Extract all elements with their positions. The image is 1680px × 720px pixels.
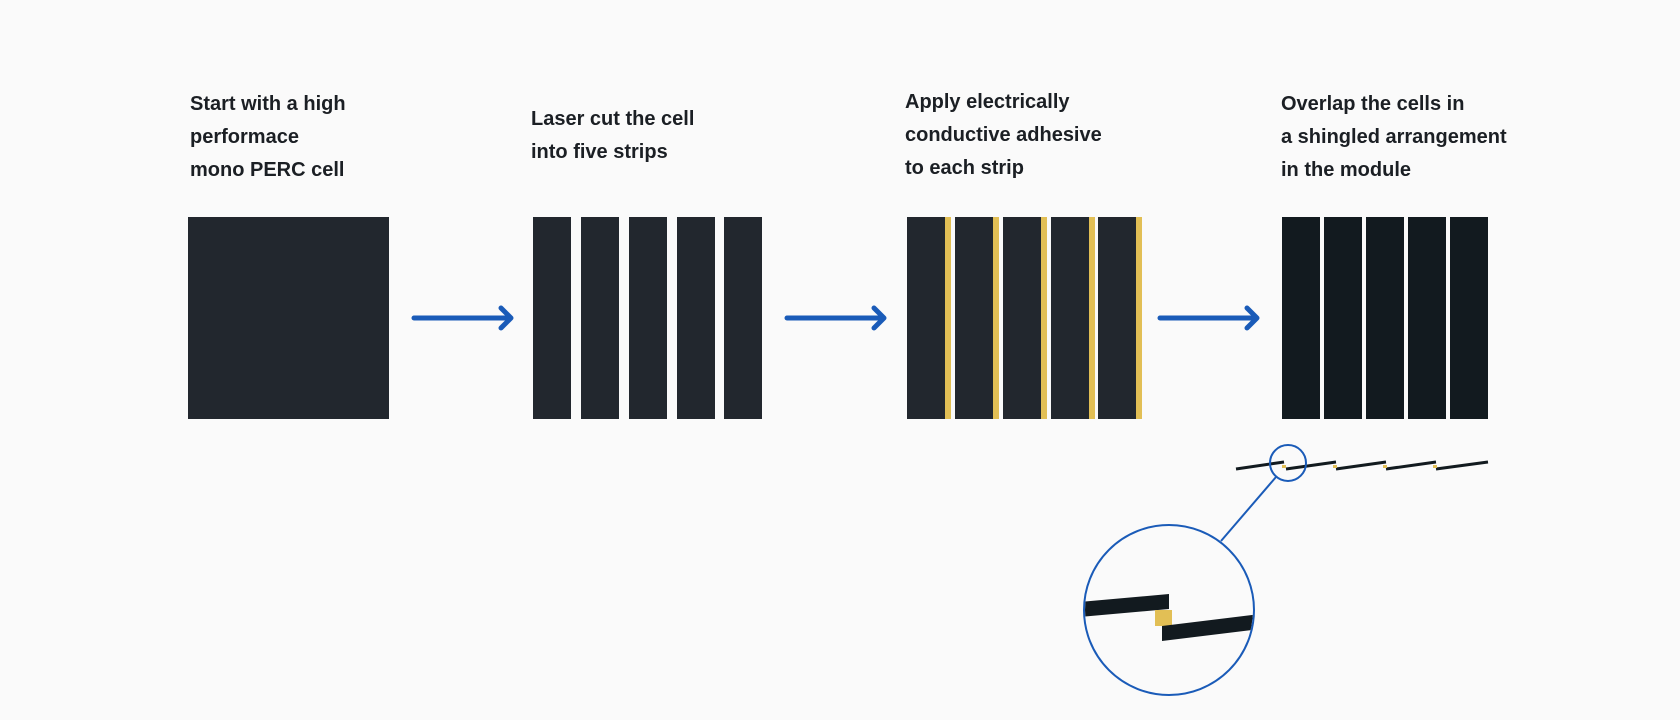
strip [1324, 217, 1362, 419]
strip [533, 217, 571, 419]
step-1-line-3: mono PERC cell [190, 159, 345, 181]
adhesive-dots [1282, 465, 1437, 468]
step-4-caption: Overlap the cells in a shingled arrangem… [1281, 88, 1507, 187]
magnified-adhesive [1155, 610, 1172, 626]
strip [907, 217, 945, 419]
strip [1051, 217, 1089, 419]
step-4-line-2: a shingled arrangement [1281, 126, 1507, 148]
adhesive-line [1136, 217, 1142, 419]
step-2-line-1: Laser cut the cell [531, 108, 695, 130]
step-3-line-1: Apply electrically [905, 91, 1070, 113]
strip [1450, 217, 1488, 419]
strips-with-adhesive [907, 217, 1142, 419]
step-3-line-2: conductive adhesive [905, 124, 1102, 146]
adhesive-line [1041, 217, 1047, 419]
five-strips [533, 217, 762, 419]
shingled-side-view [1235, 460, 1489, 471]
adhesive-line [993, 217, 999, 419]
strip [955, 217, 993, 419]
step-1-line-2: performace [190, 126, 299, 148]
step-2-line-2: into five strips [531, 141, 668, 163]
strip [1366, 217, 1404, 419]
step-2-caption: Laser cut the cell into five strips [531, 103, 694, 169]
step-4-line-3: in the module [1281, 159, 1411, 181]
magnifier-small-circle [1269, 444, 1307, 482]
magnifier-connector [1220, 476, 1277, 542]
magnified-strip-upper [1085, 594, 1169, 617]
step-1-caption: Start with a high performace mono PERC c… [190, 88, 346, 187]
shingled-strips [1282, 217, 1488, 419]
step-3-line-3: to each strip [905, 157, 1024, 179]
strip [629, 217, 667, 419]
arrow-right-icon [784, 305, 887, 331]
step-1-line-1: Start with a high [190, 93, 346, 115]
strip [1003, 217, 1041, 419]
strip [581, 217, 619, 419]
strip [677, 217, 715, 419]
arrow-right-icon [411, 305, 514, 331]
adhesive-line [1089, 217, 1095, 419]
arrow-right-icon [1157, 305, 1260, 331]
mono-perc-cell [188, 217, 389, 419]
magnified-strip-lower [1162, 614, 1253, 641]
strip [1282, 217, 1320, 419]
magnifier-large-circle [1083, 524, 1255, 696]
adhesive-line [945, 217, 951, 419]
step-3-caption: Apply electrically conductive adhesive t… [905, 86, 1102, 185]
step-4-line-1: Overlap the cells in [1281, 93, 1465, 115]
magnified-joint [1083, 524, 1255, 696]
strip [724, 217, 762, 419]
strip [1408, 217, 1446, 419]
strip [1098, 217, 1136, 419]
